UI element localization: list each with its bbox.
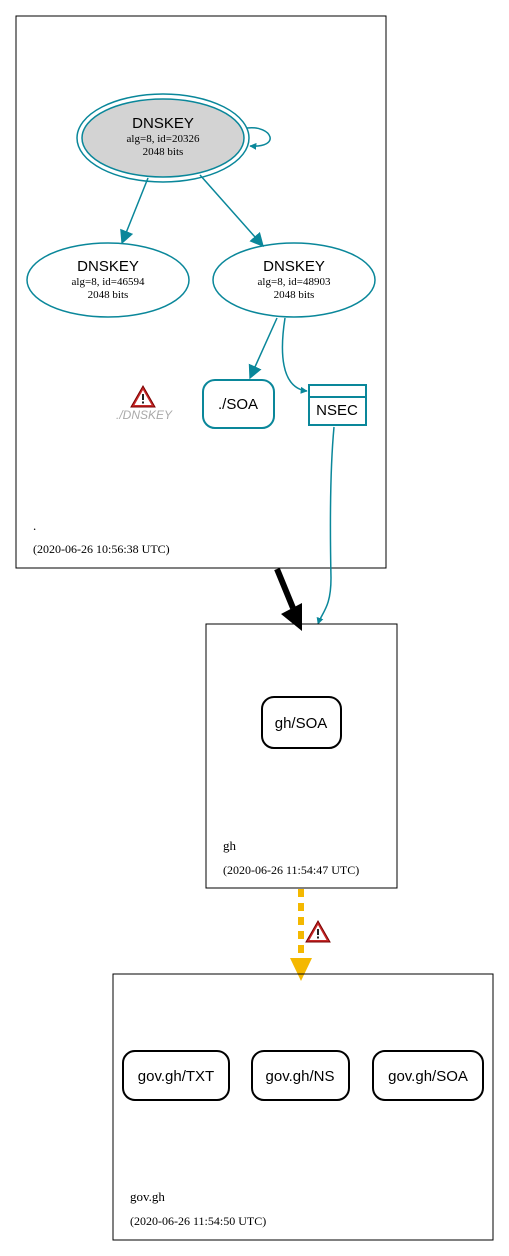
warning-icon [130, 384, 156, 408]
dnskey-zsk-46594-title: DNSKEY [77, 258, 139, 275]
govgh-ns-node[interactable]: gov.gh/NS [251, 1050, 350, 1101]
edge-gh-to-govgh-insecure [290, 889, 312, 981]
govgh-txt-label: gov.gh/TXT [138, 1068, 214, 1085]
dnskey-zsk-46594-alg: alg=8, id=46594 [72, 276, 145, 288]
gh-soa-node[interactable]: gh/SOA [261, 696, 342, 749]
missing-dnskey-warning[interactable]: ./DNSKEY [116, 384, 173, 422]
zone-gh: gh (2020-06-26 11:54:47 UTC) [205, 623, 398, 889]
zone-govgh-name: gov.gh [130, 1189, 165, 1204]
dnskey-zsk-48903-bits: 2048 bits [274, 289, 315, 301]
govgh-soa-node[interactable]: gov.gh/SOA [372, 1050, 484, 1101]
zone-govgh-timestamp: (2020-06-26 11:54:50 UTC) [130, 1214, 266, 1228]
dnskey-ksk-alg: alg=8, id=20326 [127, 133, 200, 145]
nsec-node[interactable]: NSEC [308, 384, 367, 426]
govgh-txt-node[interactable]: gov.gh/TXT [122, 1050, 230, 1101]
dnskey-zsk-48903-alg: alg=8, id=48903 [258, 276, 331, 288]
zone-root-name: . [33, 518, 36, 533]
dnskey-zsk-46594-bits: 2048 bits [88, 289, 129, 301]
dnskey-zsk-48903-title: DNSKEY [263, 258, 325, 275]
nsec-label: NSEC [316, 402, 358, 419]
edge-root-to-gh-delegation [274, 567, 302, 631]
root-soa-node[interactable]: ./SOA [202, 379, 275, 429]
root-soa-label: ./SOA [218, 396, 258, 413]
edge-nsec-to-gh [316, 426, 335, 625]
edge-zsk-48903-to-root-soa [248, 317, 278, 380]
zone-gh-border [205, 623, 398, 889]
edge-zsk-48903-to-nsec [281, 317, 308, 394]
dnskey-ksk-title: DNSKEY [132, 115, 194, 132]
govgh-ns-label: gov.gh/NS [266, 1068, 335, 1085]
missing-dnskey-label: ./DNSKEY [116, 408, 173, 422]
dnskey-zsk-48903-node[interactable]: DNSKEY alg=8, id=48903 2048 bits [212, 242, 376, 318]
zone-gh-name: gh [223, 838, 237, 853]
zone-root-timestamp: (2020-06-26 10:56:38 UTC) [33, 542, 170, 556]
zone-gh-timestamp: (2020-06-26 11:54:47 UTC) [223, 863, 359, 877]
dnskey-zsk-46594-node[interactable]: DNSKEY alg=8, id=46594 2048 bits [26, 242, 190, 318]
zone-govgh: gov.gh (2020-06-26 11:54:50 UTC) [112, 973, 494, 1241]
dnskey-ksk-bits: 2048 bits [143, 146, 184, 158]
dnskey-ksk-node[interactable]: DNSKEY alg=8, id=20326 2048 bits [76, 93, 250, 183]
delegation-warning-icon[interactable] [305, 919, 331, 943]
edge-ksk-self-sign [246, 127, 271, 150]
zone-root-border [15, 15, 387, 569]
zone-govgh-border [112, 973, 494, 1241]
gh-soa-label: gh/SOA [275, 715, 328, 732]
edge-ksk-to-zsk-48903 [199, 174, 264, 248]
zone-root: . (2020-06-26 10:56:38 UTC) [15, 15, 387, 569]
govgh-soa-label: gov.gh/SOA [388, 1068, 468, 1085]
edge-ksk-to-zsk-46594 [120, 177, 149, 245]
